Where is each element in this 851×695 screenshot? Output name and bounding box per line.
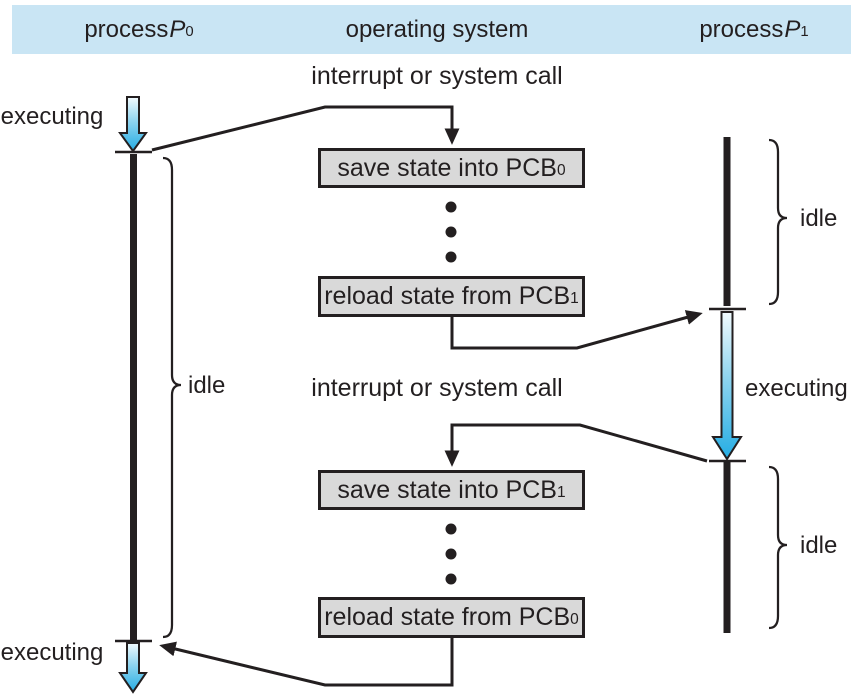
os-step-text: save state into PCB <box>337 153 557 182</box>
os-step-text: save state into PCB <box>337 475 557 504</box>
idle-brace-p1-bottom <box>768 465 788 630</box>
idle-label-p1-bottom: idle <box>800 532 838 559</box>
connector-reload-pcb0-to-p0 <box>159 638 454 687</box>
executing-arrow-p0-bottom <box>118 642 148 694</box>
executing-label-p1: executing <box>745 375 848 402</box>
interrupt-label-middle: interrupt or system call <box>311 374 563 402</box>
ellipsis-dots-top <box>445 201 457 263</box>
os-step-text: reload state from PCB <box>324 282 571 310</box>
idle-label-p0: idle <box>188 372 226 399</box>
idle-brace-p0 <box>162 156 182 639</box>
process-p0-text: process <box>84 15 169 43</box>
connector-p0-to-save-pcb0 <box>151 105 460 152</box>
operating-system-text: operating system <box>345 15 529 43</box>
process-p1-var: P <box>784 15 801 43</box>
column-header-operating-system: operating system <box>337 5 537 54</box>
executing-label-p0-top: executing <box>0 103 104 130</box>
connector-p1-to-save-pcb1 <box>444 423 708 467</box>
executing-arrow-p0-top <box>118 96 148 153</box>
ellipsis-dots-bottom <box>445 523 457 585</box>
process-p1-text: process <box>699 15 784 43</box>
executing-arrow-p1 <box>711 311 743 461</box>
process-p0-var: P <box>169 15 186 43</box>
interrupt-label-top: interrupt or system call <box>311 62 563 90</box>
os-step-text: reload state from PCB <box>324 603 571 631</box>
idle-label-p1-top: idle <box>800 205 838 232</box>
idle-brace-p1-top <box>768 138 788 306</box>
connector-reload-pcb1-to-p1 <box>450 310 703 350</box>
executing-label-p0-bottom: executing <box>0 639 104 666</box>
